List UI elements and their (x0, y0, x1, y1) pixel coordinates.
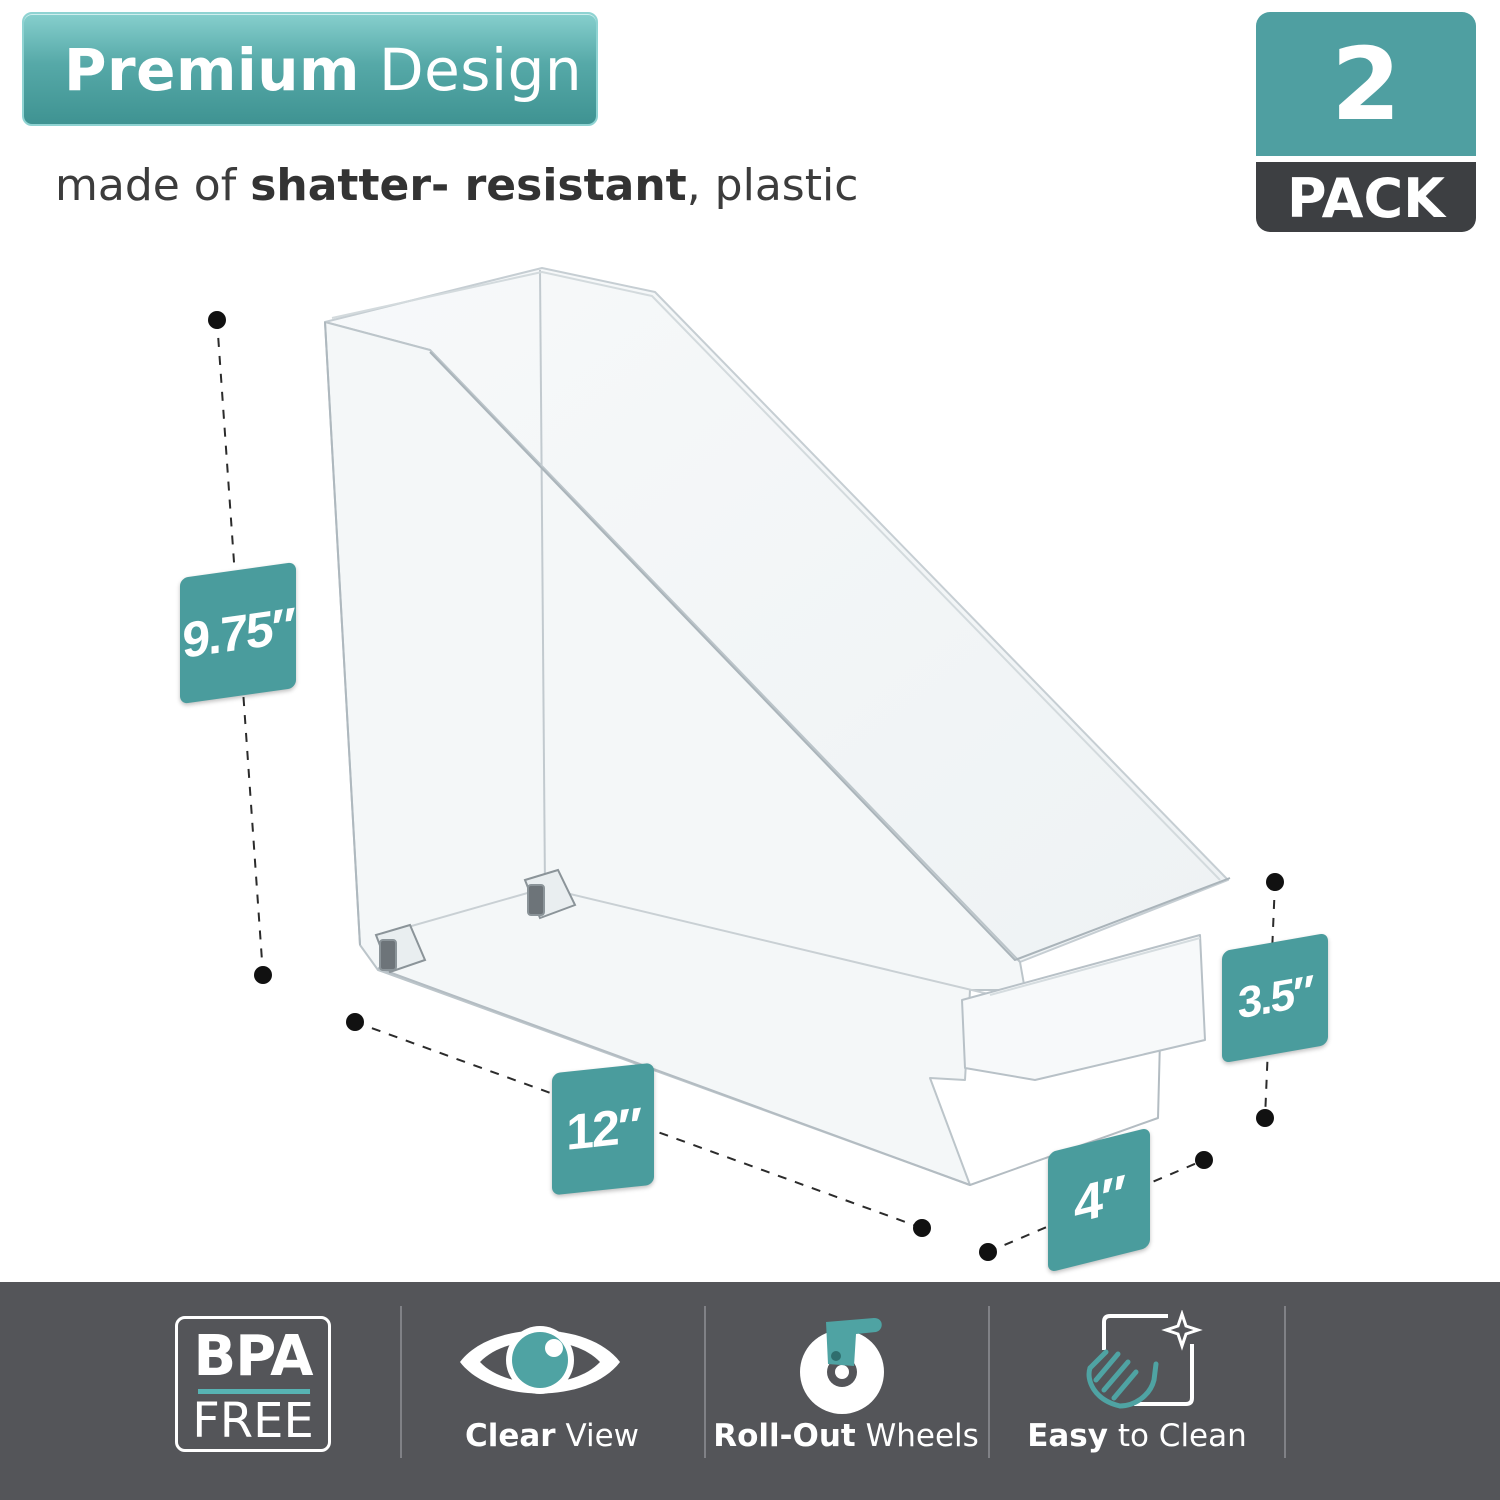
dimension-dots (208, 311, 1284, 1261)
title-bold: Premium (64, 36, 360, 104)
length-label: 12″ (552, 1062, 654, 1196)
pack-count: 2 (1256, 12, 1476, 156)
clear-view-label: Clear View (402, 1418, 702, 1454)
title-banner: Premium Design (22, 12, 598, 126)
feature-roll-out-wheels: Roll-Out Wheels (706, 1282, 986, 1500)
feature-easy-to-clean: Easy to Clean (990, 1282, 1284, 1500)
subtitle: made of shatter- resistant, plastic (55, 160, 858, 211)
wheel-rear (523, 868, 577, 920)
subtitle-pre: made of (55, 160, 251, 211)
pack-label: PACK (1256, 162, 1476, 232)
product-illustration (208, 267, 1284, 1261)
width-label: 4″ (1048, 1127, 1150, 1273)
divider (400, 1306, 402, 1458)
feature-bar: BPA FREE Clear View Roll-Out Wheels (0, 1282, 1500, 1500)
feature-clear-view: Clear View (402, 1282, 702, 1500)
divider (988, 1306, 990, 1458)
divider (1284, 1306, 1286, 1458)
pack-divider (1256, 156, 1476, 162)
subtitle-bold: shatter- resistant (250, 160, 687, 211)
eye-icon (460, 1326, 620, 1394)
storage-bin (324, 267, 1231, 1186)
clear-view-bold: Clear (464, 1418, 556, 1454)
wheel-icon (800, 1318, 884, 1414)
cleaning-hand-icon (1086, 1310, 1203, 1409)
bpa-underline (198, 1389, 310, 1394)
clean-label: Easy to Clean (990, 1418, 1284, 1454)
wheel-left (374, 923, 427, 974)
wheels-bold: Roll-Out (713, 1418, 856, 1454)
wheels-light: Wheels (855, 1418, 979, 1454)
front-height-dim-line (1264, 881, 1276, 1119)
height-label: 9.75″ (180, 561, 296, 705)
front-height-label: 3.5″ (1222, 932, 1328, 1064)
title-light: Design (378, 36, 583, 104)
pack-badge: 2 PACK (1256, 12, 1476, 232)
page-title: Premium Design (64, 36, 582, 104)
wheels-label: Roll-Out Wheels (706, 1418, 986, 1454)
subtitle-post: , plastic (686, 160, 859, 211)
bpa-free-icon: BPA FREE (175, 1316, 331, 1452)
divider (704, 1306, 706, 1458)
clean-bold: Easy (1027, 1418, 1108, 1454)
width-dim-line (987, 1159, 1205, 1253)
clear-view-light: View (555, 1418, 640, 1454)
free-text: FREE (192, 1393, 314, 1449)
clean-light: to Clean (1107, 1418, 1247, 1454)
bpa-text: BPA (193, 1324, 314, 1389)
